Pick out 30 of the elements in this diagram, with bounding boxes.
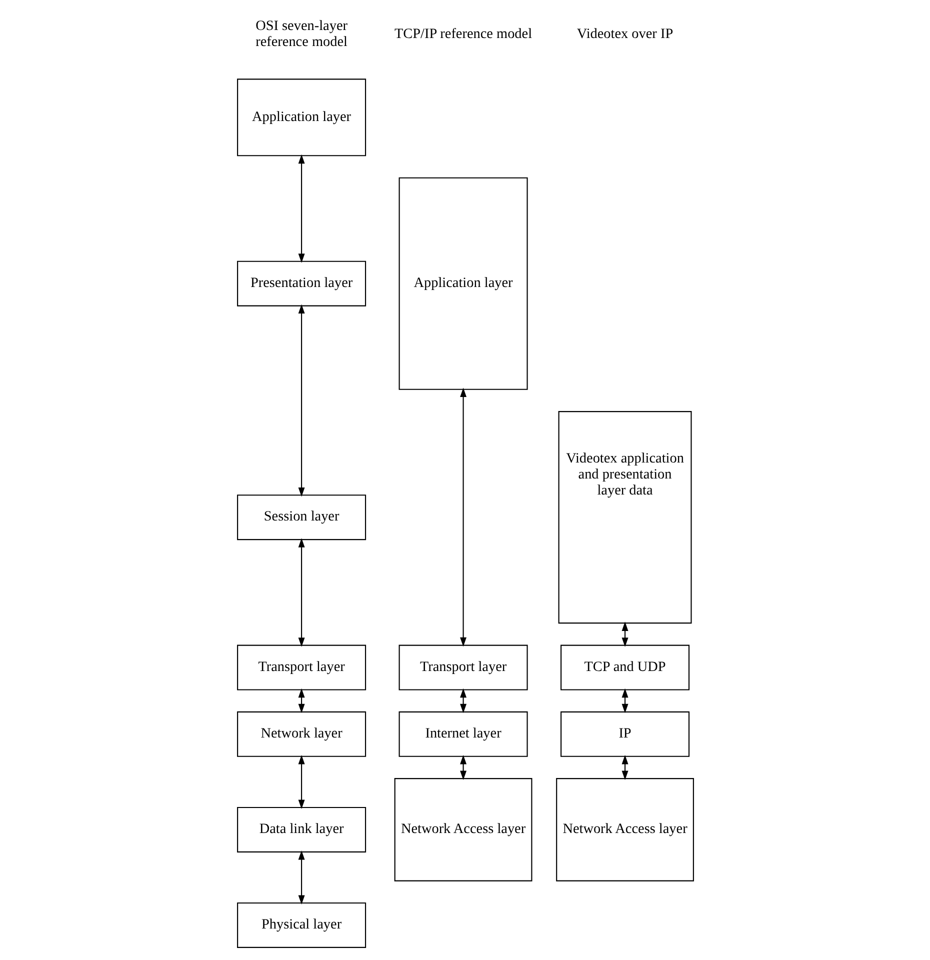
node-box: Session layer	[236, 494, 366, 540]
arrow	[298, 154, 304, 263]
arrow	[298, 688, 304, 714]
node-box: Network Access layer	[556, 778, 694, 882]
arrow	[621, 754, 628, 780]
arrow	[621, 688, 628, 714]
arrow	[460, 754, 466, 780]
label: Videotex over IP	[576, 26, 673, 42]
node-box: Transport layer	[236, 644, 366, 690]
node-box: Transport layer	[398, 644, 528, 690]
node-box: Application layer	[236, 78, 366, 156]
label: TCP/IP reference model	[394, 26, 532, 42]
node-box: Network Access layer	[394, 778, 532, 882]
node-box: Physical layer	[236, 902, 366, 948]
arrow	[298, 850, 304, 905]
label: OSI seven-layer reference model	[255, 18, 347, 50]
node-box: Data link layer	[236, 806, 366, 852]
node-box: IP	[560, 711, 690, 757]
node-box: Presentation layer	[236, 260, 366, 306]
node-box: Network layer	[236, 711, 366, 757]
node-box: Internet layer	[398, 711, 528, 757]
arrow	[460, 388, 466, 647]
arrow	[621, 622, 628, 647]
arrow	[298, 754, 304, 809]
node-box: Videotex application and presentation layer data	[558, 411, 692, 624]
arrow	[298, 538, 304, 647]
node-box: Application layer	[398, 177, 528, 390]
arrow	[460, 688, 466, 714]
arrow	[298, 304, 304, 497]
node-box: TCP and UDP	[560, 644, 690, 690]
